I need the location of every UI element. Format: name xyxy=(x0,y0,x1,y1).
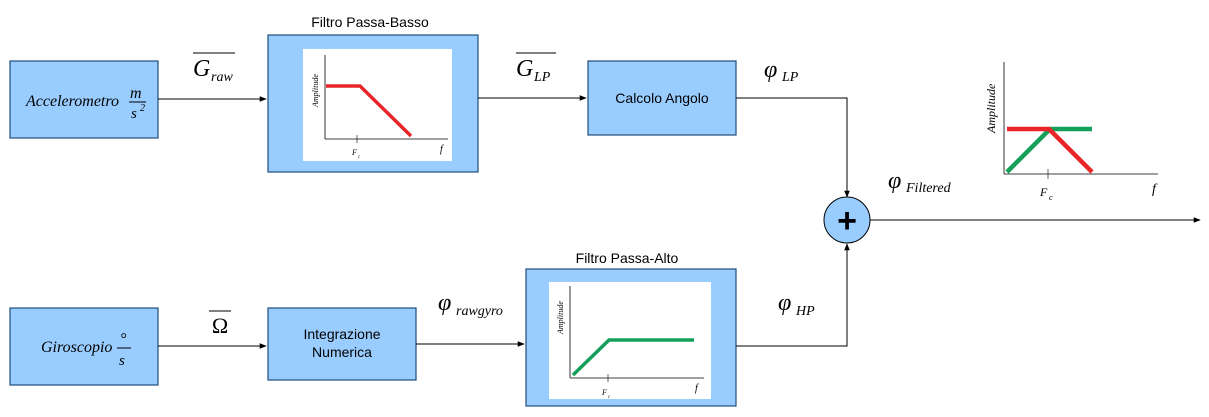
signal-omega: Ω xyxy=(209,310,231,338)
highpass-fc: F xyxy=(601,388,607,397)
highpass-curve xyxy=(571,338,694,377)
combined-response-plot: Amplitude F c f xyxy=(984,62,1158,202)
combined-f: f xyxy=(1152,182,1158,197)
signal-phi-rawgyro: φ rawgyro xyxy=(438,290,503,319)
gyroscope-unit-num: ° xyxy=(120,331,127,348)
arrow-angle-to-sum xyxy=(736,97,850,198)
phi-filtered-main: φ xyxy=(888,168,901,194)
combined-highpass-curve xyxy=(1005,126,1092,174)
signal-phi-hp: φ HP xyxy=(778,290,815,319)
g-lp-sub: LP xyxy=(533,70,551,85)
accelerometer-unit-num: m xyxy=(130,85,142,102)
phi-lp-sub: LP xyxy=(781,70,799,85)
phi-rawgyro-main: φ xyxy=(438,290,451,316)
integration-block: Integrazione Numerica xyxy=(267,307,417,381)
lowpass-filter-block: Amplitude F c f xyxy=(267,34,479,173)
highpass-f: f xyxy=(695,383,699,394)
phi-filtered-sub: Filtered xyxy=(905,181,952,196)
combined-fc: F xyxy=(1039,185,1048,199)
phi-hp-main: φ xyxy=(778,290,791,316)
summing-junction: + xyxy=(823,196,871,244)
signal-g-raw: G raw xyxy=(193,52,235,85)
signal-phi-lp: φ LP xyxy=(764,57,799,85)
combined-y-label: Amplitude xyxy=(984,83,998,134)
combined-fc-sub: c xyxy=(1049,193,1053,202)
highpass-title: Filtro Passa-Alto xyxy=(576,250,679,266)
gyroscope-block: Giroscopio ° s xyxy=(9,307,159,386)
integration-line1: Integrazione xyxy=(303,326,380,342)
accelerometer-unit-exp: 2 xyxy=(140,103,145,114)
angle-calc-block: Calcolo Angolo xyxy=(587,60,737,136)
lowpass-title: Filtro Passa-Basso xyxy=(311,14,429,30)
sum-symbol: + xyxy=(837,202,857,240)
lowpass-curve xyxy=(326,84,413,138)
highpass-y-label: Amplitude xyxy=(556,301,565,335)
signal-g-lp: G LP xyxy=(516,52,556,85)
accelerometer-label: Accelerometro xyxy=(25,93,119,110)
angle-calc-label: Calcolo Angolo xyxy=(615,90,709,106)
phi-rawgyro-sub: rawgyro xyxy=(456,304,503,319)
integration-line2: Numerica xyxy=(312,344,372,360)
phi-lp-main: φ xyxy=(764,57,777,83)
highpass-filter-block: Amplitude F c f xyxy=(525,268,737,407)
signal-phi-filtered: φ Filtered xyxy=(888,168,952,196)
gyroscope-label: Giroscopio xyxy=(41,339,112,356)
lowpass-y-label: Amplitude xyxy=(311,74,320,108)
omega-main: Ω xyxy=(212,313,228,338)
highpass-fc-sub: c xyxy=(608,395,611,400)
g-lp-main: G xyxy=(516,56,533,82)
g-raw-main: G xyxy=(193,56,210,82)
lowpass-f: f xyxy=(440,144,444,155)
lowpass-fc-sub: c xyxy=(358,155,361,160)
accelerometer-block: Accelerometro m s 2 xyxy=(9,60,159,139)
arrow-highpass-to-sum xyxy=(736,243,850,347)
lowpass-fc: F xyxy=(351,148,357,157)
combined-lowpass-curve xyxy=(1007,126,1094,174)
g-raw-sub: raw xyxy=(211,70,233,85)
accelerometer-unit-den: s xyxy=(131,106,137,122)
gyroscope-unit-den: s xyxy=(119,353,125,369)
phi-hp-sub: HP xyxy=(795,304,815,319)
